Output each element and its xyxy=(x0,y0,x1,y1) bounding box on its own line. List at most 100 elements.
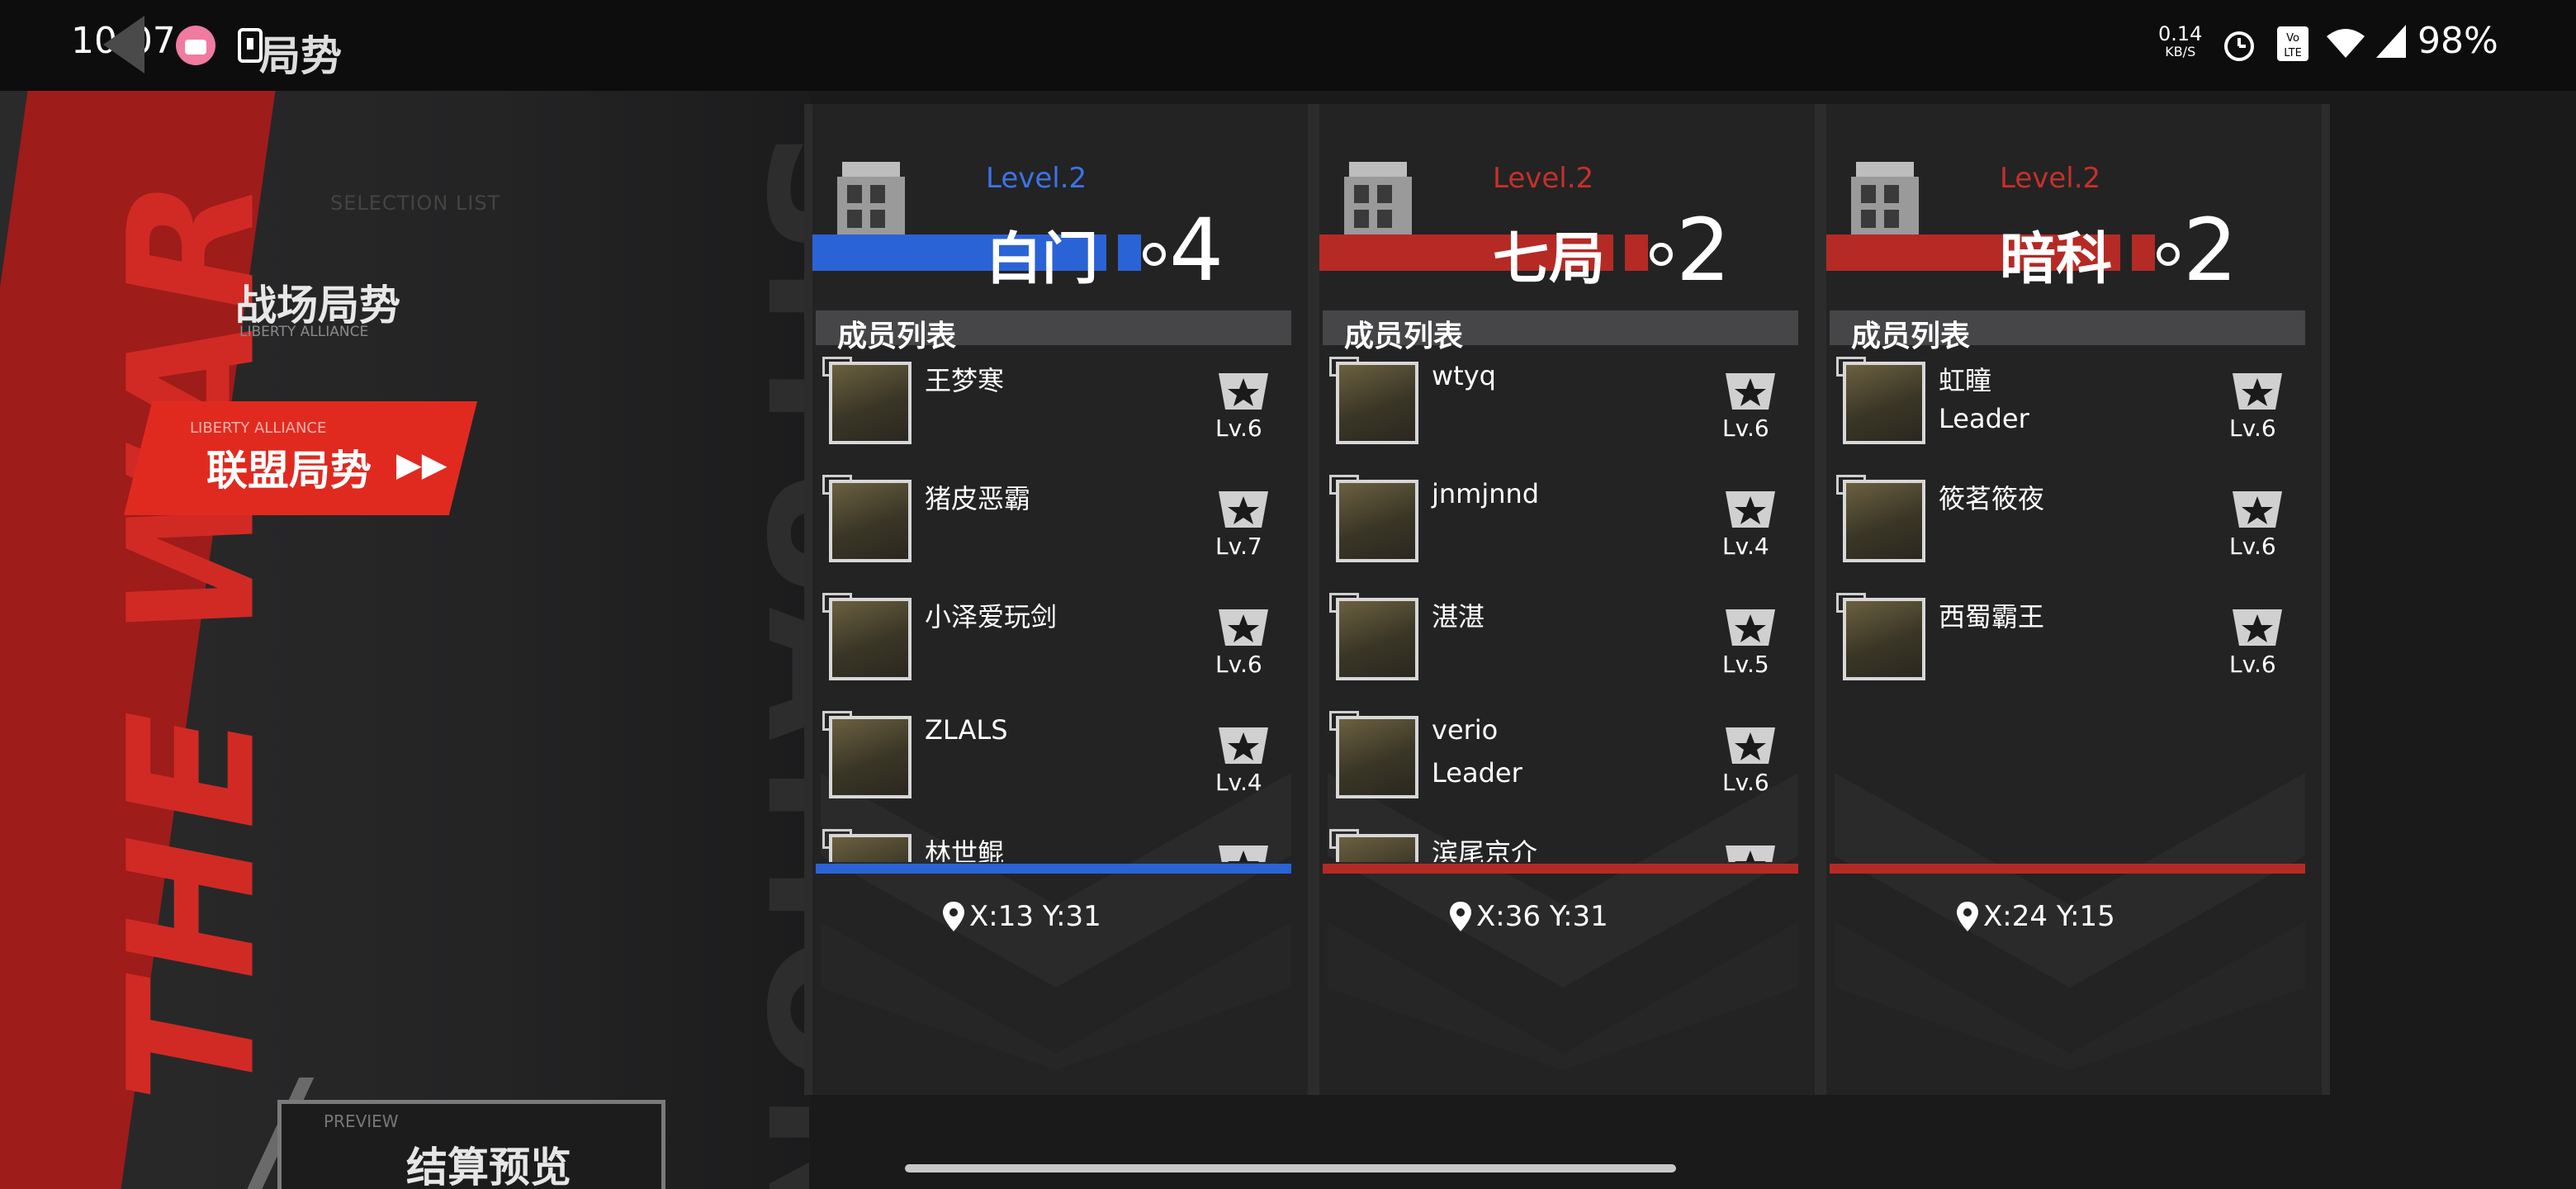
member-level: Lv.6 xyxy=(2229,414,2276,442)
avatar[interactable] xyxy=(829,834,912,862)
rank-star-icon xyxy=(1726,727,1775,764)
member-name: 猪皮恶霸 xyxy=(925,483,1031,514)
back-arrow-icon[interactable] xyxy=(99,12,149,78)
alliance-color-bar xyxy=(812,234,1106,271)
alarm-icon xyxy=(2224,31,2254,61)
member-level: Lv.7 xyxy=(1215,533,1262,560)
nav-battlefield-sub: LIBERTY ALLIANCE xyxy=(239,324,369,340)
member-level: Lv.6 xyxy=(1215,414,1262,442)
battery-level: 98% xyxy=(2417,20,2498,62)
member-name: 筱茗筱夜 xyxy=(1939,483,2045,514)
alliance-color-chip xyxy=(1118,234,1141,271)
member-level: Lv.6 xyxy=(1722,414,1769,442)
member-list-header: 成员列表 xyxy=(1323,310,1798,353)
location-pin-icon xyxy=(1450,902,1471,931)
member-name: 湛湛 xyxy=(1432,601,1485,632)
home-indicator[interactable] xyxy=(905,1164,1676,1172)
avatar[interactable] xyxy=(1336,362,1418,444)
selection-list-label: SELECTION LIST xyxy=(330,192,501,215)
alliance-color-bar xyxy=(1826,234,2120,271)
rank-star-icon xyxy=(1726,373,1775,410)
avatar[interactable] xyxy=(1843,598,1925,680)
alliance-color-chip xyxy=(1625,234,1648,271)
alliance-name: 七局 xyxy=(1493,227,1606,292)
avatar[interactable] xyxy=(829,362,912,444)
member-role: Leader xyxy=(1939,403,2029,434)
location-pin-icon xyxy=(943,902,964,931)
member-level: Lv.6 xyxy=(1215,651,1262,678)
avatar[interactable] xyxy=(1336,598,1418,680)
member-row[interactable]: 滨尾京介 xyxy=(1319,824,1807,862)
situation-decoration-text: SITUATION xyxy=(727,130,809,1189)
alliance-level: Level.2 xyxy=(2000,162,2101,195)
alliance-name: 白门 xyxy=(986,227,1099,292)
alliance-color-bar xyxy=(1319,234,1613,271)
left-panel: THE WAR SITUATION SELECTION LIST 战场局势 LI… xyxy=(0,91,809,1189)
alliance-member-count: 2 xyxy=(2183,200,2238,301)
rank-star-icon xyxy=(2233,373,2282,410)
settlement-preview-button[interactable] xyxy=(277,1100,665,1189)
member-name: 王梦寒 xyxy=(925,365,1005,396)
chevron-decoration xyxy=(1835,773,2305,1070)
avatar[interactable] xyxy=(829,716,912,798)
member-count-icon xyxy=(1650,243,1673,266)
preview-sub-label: PREVIEW xyxy=(324,1111,399,1131)
member-level: Lv.5 xyxy=(1722,651,1769,678)
member-name: ZLALS xyxy=(925,714,1008,746)
member-name: verio xyxy=(1432,714,1499,746)
member-row[interactable]: 王梦寒 Lv.6 xyxy=(812,352,1300,467)
rank-star-icon xyxy=(1726,609,1775,646)
download-icon xyxy=(238,28,263,63)
member-count-icon xyxy=(2157,243,2180,266)
avatar[interactable] xyxy=(829,480,912,562)
svg-text:LTE: LTE xyxy=(2284,47,2302,59)
member-row[interactable]: 林世鲲 xyxy=(812,824,1300,862)
member-level: Lv.4 xyxy=(1722,533,1769,560)
settlement-preview-label: 结算预览 xyxy=(406,1144,571,1189)
signal-icon xyxy=(2376,25,2406,58)
alliance-sub-label: LIBERTY ALLIANCE xyxy=(190,419,327,437)
member-role: Leader xyxy=(1432,757,1522,789)
member-level: Lv.6 xyxy=(2229,533,2276,560)
alliance-name: 暗科 xyxy=(2000,227,2113,292)
member-list-header: 成员列表 xyxy=(816,310,1291,353)
member-list-title: 成员列表 xyxy=(1344,320,1464,353)
member-row[interactable]: 湛湛 Lv.5 xyxy=(1319,588,1807,703)
alliance-situation-label: 联盟局势 xyxy=(206,447,372,495)
rank-star-icon xyxy=(2233,491,2282,528)
alliance-situation-button[interactable] xyxy=(124,401,477,515)
avatar[interactable] xyxy=(1843,362,1925,444)
member-name: 西蜀霸王 xyxy=(1939,601,2045,632)
alliance-coordinates: X:24 Y:15 xyxy=(1983,900,2115,933)
member-row[interactable]: 猪皮恶霸 Lv.7 xyxy=(812,470,1300,585)
member-name: 林世鲲 xyxy=(925,837,1005,862)
avatar[interactable] xyxy=(829,598,912,680)
member-row[interactable]: 筱茗筱夜 Lv.6 xyxy=(1826,470,2313,585)
alliance-footer-bar xyxy=(1830,864,2305,874)
avatar[interactable] xyxy=(1336,480,1418,562)
net-speed: 0.14 KB/S xyxy=(2158,22,2203,59)
wifi-icon xyxy=(2327,29,2365,58)
avatar[interactable] xyxy=(1843,480,1925,562)
nav-battlefield-situation[interactable]: 战场局势 xyxy=(235,282,400,329)
avatar[interactable] xyxy=(1336,716,1418,798)
avatar[interactable] xyxy=(1336,834,1418,862)
member-count-icon xyxy=(1143,243,1166,266)
double-arrow-icon: ▶▶ xyxy=(396,446,447,484)
location-pin-icon xyxy=(1957,902,1978,931)
alliance-member-count: 4 xyxy=(1169,200,1224,301)
